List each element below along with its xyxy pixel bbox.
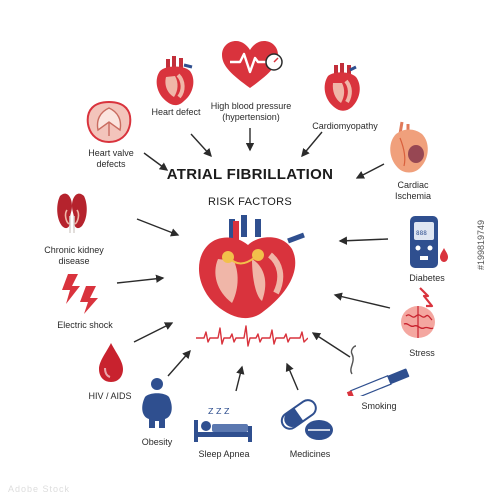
arrow-kidney <box>136 218 180 237</box>
obese-person-icon <box>142 378 172 428</box>
svg-text:888: 888 <box>416 230 427 237</box>
ecg-wave-icon <box>196 325 308 347</box>
diabetes-label: Diabetes <box>409 273 445 283</box>
svg-text:Z Z Z: Z Z Z <box>208 407 230 416</box>
heart-valve-line1: Heart valve <box>88 148 134 158</box>
watermark: Adobe Stock <box>8 484 71 494</box>
smoking-label: Smoking <box>361 401 397 411</box>
arrow-medicines <box>285 362 299 391</box>
ischemic-heart-icon <box>390 121 428 173</box>
heart-defect-label: Heart defect <box>151 107 201 117</box>
page-title: ATRIAL FIBRILLATION <box>166 166 334 183</box>
arrow-valve <box>143 152 169 171</box>
high-bp-label: High blood pressure (hypertension) <box>205 101 297 123</box>
arrow-stress <box>333 292 391 309</box>
heart-valve-icon <box>86 100 132 144</box>
heart-valve-line2: defects <box>96 159 126 169</box>
cardiac-ischemia-line1: Cardiac <box>397 180 429 190</box>
heart-anatomy-icon <box>156 56 194 106</box>
arrow-electric <box>116 274 165 284</box>
kidney-label: Chronic kidney disease <box>36 245 112 267</box>
arrow-diabetes <box>338 236 389 245</box>
blood-drop-icon <box>99 343 123 382</box>
stress-label: Stress <box>409 348 435 358</box>
pills-icon <box>280 399 333 440</box>
arrow-ischemia <box>355 163 385 179</box>
high-bp-label-line2: (hypertension) <box>222 112 280 122</box>
hiv-label: HIV / AIDS <box>88 391 132 401</box>
high-bp-label-line1: High blood pressure <box>210 101 292 111</box>
brain-stress-icon <box>401 287 435 338</box>
obesity-label: Obesity <box>141 437 173 447</box>
cardiac-ischemia-line2: Ischemia <box>394 191 431 201</box>
cigarette-icon <box>346 345 410 396</box>
arrow-obesity <box>167 349 191 377</box>
arrow-smoking <box>311 332 351 358</box>
glucometer-icon: 888 <box>410 216 448 268</box>
heart-valve-label: Heart valve defects <box>76 148 146 170</box>
enlarged-heart-icon <box>324 63 360 111</box>
cardiac-ischemia-label: Cardiac Ischemia <box>388 180 438 202</box>
stock-id: #199819749 <box>476 219 486 270</box>
kidneys-icon <box>57 193 87 233</box>
heart-pressure-icon <box>222 41 283 88</box>
cardiomyopathy-label: Cardiomyopathy <box>312 121 378 131</box>
lightning-icon <box>62 274 98 314</box>
arrow-cardiomyopathy <box>301 131 323 158</box>
page-subtitle: RISK FACTORS <box>207 196 293 208</box>
sleeping-bed-icon: Z Z Z <box>194 407 252 442</box>
kidney-line2: disease <box>58 256 90 266</box>
arrow-sleep <box>235 365 245 392</box>
medicines-label: Medicines <box>289 449 331 459</box>
kidney-line1: Chronic kidney <box>44 245 104 255</box>
arrow-heart-defect <box>190 133 212 158</box>
heart-cross-section-icon <box>198 215 305 319</box>
arrow-hiv <box>133 322 174 343</box>
electric-shock-label: Electric shock <box>57 320 113 330</box>
sleep-apnea-label: Sleep Apnea <box>198 449 250 459</box>
